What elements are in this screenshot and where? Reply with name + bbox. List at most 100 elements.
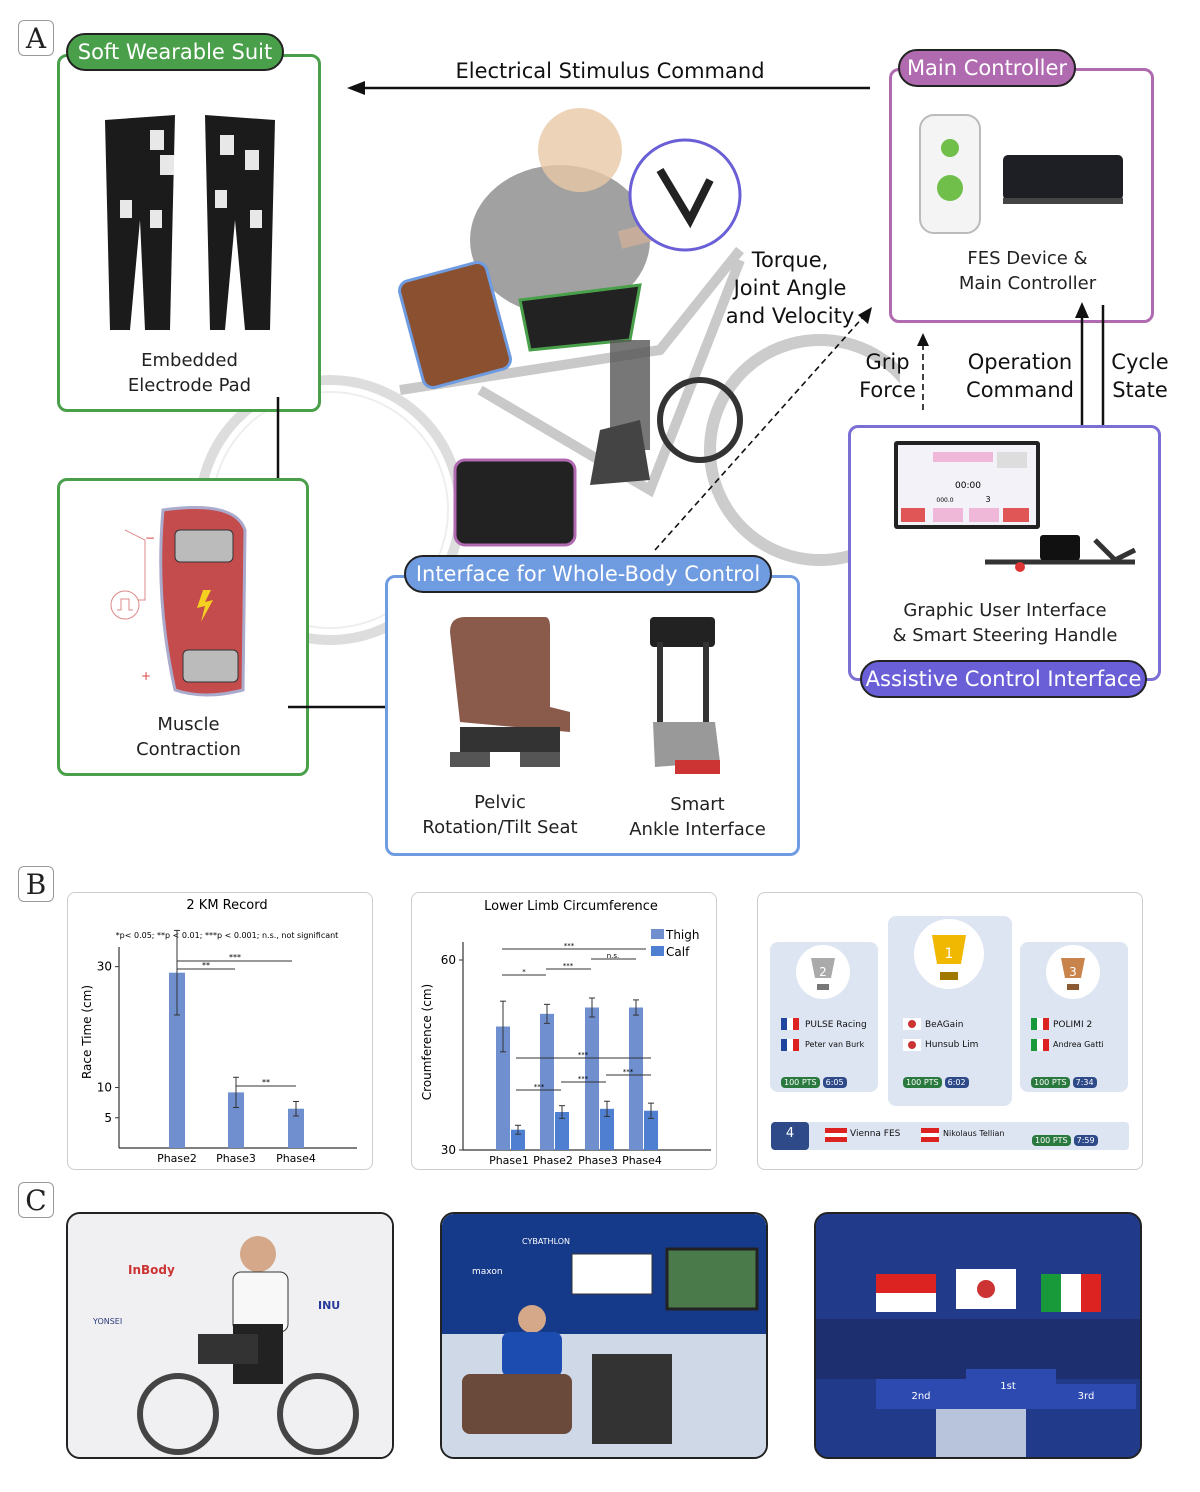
x-tick-label: Phase4	[276, 1152, 316, 1165]
controller-caption: FES Device & Main Controller	[958, 248, 1097, 294]
y-tick-label: 10	[97, 1081, 112, 1095]
seat-outline	[398, 260, 512, 390]
front-wheel	[704, 334, 900, 566]
circumference-chart: Lower Limb Circumference Croumference (c…	[420, 899, 711, 1167]
cycle-label: Cycle State	[1111, 350, 1169, 402]
mini-pc	[1003, 155, 1123, 200]
x-tick-label: Phase2	[157, 1152, 197, 1165]
pts-tag: 100 PTS	[903, 1077, 942, 1088]
photo-press-scene: InBody YONSEI INU	[68, 1214, 392, 1457]
ranking-graphics: 2 1 3	[771, 919, 1129, 1150]
dashed-arrows	[654, 307, 929, 551]
rider-head	[538, 108, 622, 192]
chart1-ylabel: Race Time (cm)	[80, 985, 94, 1079]
chart2-ylabel: Croumference (cm)	[420, 984, 434, 1100]
trophy-2-label: 2	[819, 965, 827, 979]
y-tick-label: 60	[441, 953, 456, 967]
bar-thigh-phase1	[496, 1026, 510, 1150]
x-tick-label: Phase3	[216, 1152, 256, 1165]
gui-screen: 00:00 000.0 3	[894, 441, 1040, 529]
bar-phase4	[288, 1108, 304, 1148]
sponsor-yonsei: YONSEI	[92, 1317, 122, 1326]
pilot-third: Andrea Gatti	[1053, 1040, 1104, 1049]
bar-thigh-phase2	[540, 1013, 554, 1150]
chart1-sig-2: **	[202, 961, 210, 970]
legend-calf: Calf	[666, 945, 690, 959]
panel-label-b: B	[18, 866, 54, 902]
torque-label: Torque, Joint Angle and Velocity	[725, 248, 855, 328]
podium-1st: 1st	[1000, 1381, 1016, 1392]
ankle-device	[590, 420, 650, 485]
suit-caption: Embedded Electrode Pad	[127, 350, 252, 396]
seat-image	[450, 617, 570, 767]
pts-tag: 100 PTS	[1031, 1077, 1070, 1088]
operation-label: Operation Command	[966, 350, 1074, 402]
bar-calf-phase1	[511, 1129, 525, 1150]
sig-label: ***	[563, 962, 574, 970]
team-third: POLIMI 2	[1053, 1020, 1093, 1030]
photo-podium: 2nd 1st 3rd	[814, 1212, 1142, 1459]
trophy-3-label: 3	[1069, 965, 1077, 979]
x-tick-label: Phase4	[622, 1154, 662, 1167]
chart1-note: *p< 0.05; **p < 0.01; ***p < 0.001; n.s.…	[116, 931, 339, 940]
time-tag: 6:05	[822, 1077, 847, 1088]
bar-calf-phase3	[600, 1108, 614, 1150]
race-time-chart-box	[67, 892, 373, 1170]
chart1-title: 2 KM Record	[186, 898, 267, 913]
x-tick-label: Phase3	[578, 1154, 618, 1167]
muscle-caption: Muscle Contraction	[136, 714, 241, 760]
panel-label-a: A	[18, 20, 54, 56]
podium-2nd: 2nd	[911, 1391, 930, 1402]
photo-press-event: InBody YONSEI INU	[66, 1212, 394, 1459]
team-first: BeAGain	[925, 1020, 964, 1030]
sig-label: ***	[623, 1068, 634, 1076]
chart2-significance: *** * *** n.s. *** *** *** ***	[502, 942, 651, 1091]
pts-tag: 100 PTS	[781, 1077, 820, 1088]
bar-calf-phase4	[644, 1110, 658, 1150]
time-tag: 7:59	[1073, 1135, 1098, 1146]
main-controller-title: Main Controller	[898, 49, 1076, 87]
x-tick-label: Phase2	[533, 1154, 573, 1167]
assist-caption: Graphic User Interface & Smart Steering …	[892, 600, 1118, 646]
podium-3rd: 3rd	[1078, 1391, 1095, 1402]
suit-image	[105, 115, 275, 330]
pilot-first: Hunsub Lim	[925, 1040, 979, 1050]
sig-label: n.s.	[607, 952, 620, 960]
time-tag: 7:34	[1072, 1077, 1097, 1088]
team-second: PULSE Racing	[805, 1020, 867, 1030]
y-tick-label: 30	[97, 960, 112, 974]
assistive-interface-title: Assistive Control Interface	[860, 660, 1147, 698]
sig-label: ***	[578, 1075, 589, 1083]
bar-thigh-phase4	[629, 1007, 643, 1150]
photo-podium-scene: 2nd 1st 3rd	[816, 1214, 1140, 1457]
gui-val2: 3	[985, 495, 990, 504]
stimulus-arrow	[347, 81, 870, 95]
controller-devices	[919, 114, 1123, 234]
soft-wearable-suit-title: Soft Wearable Suit	[66, 33, 284, 71]
sponsor-inbody: InBody	[128, 1263, 175, 1277]
photo-cybathlon-scene: CYBATHLON maxon	[442, 1214, 766, 1457]
muscle-image: − +	[110, 506, 247, 697]
battery-box	[453, 458, 577, 547]
y-tick-label: 5	[104, 1111, 112, 1125]
handle-zoom	[628, 138, 742, 252]
soft-wearable-suit-box	[57, 54, 321, 412]
legend-thigh: Thigh	[665, 928, 700, 942]
seat-caption: Pelvic Rotation/Tilt Seat	[422, 792, 578, 838]
y-tick-label: 30	[441, 1143, 456, 1157]
bar-phase2	[169, 972, 185, 1148]
plus-sign: +	[141, 669, 151, 683]
sig-label: ***	[578, 1051, 589, 1059]
team-fourth: Vienna FES	[850, 1129, 901, 1139]
fes-device	[919, 114, 981, 234]
sig-label: ***	[534, 1083, 545, 1091]
pilot-second: Peter van Burk	[805, 1040, 865, 1049]
rider-torso	[470, 165, 650, 315]
pilot-fourth: Nikolaus Tellian	[943, 1129, 1005, 1138]
ankle-caption: Smart Ankle Interface	[629, 794, 766, 840]
cybathlon-sign: CYBATHLON	[522, 1237, 570, 1246]
minus-sign: −	[145, 531, 155, 545]
gui-time: 00:00	[955, 481, 981, 491]
gui-val1: 000.0	[936, 497, 953, 504]
